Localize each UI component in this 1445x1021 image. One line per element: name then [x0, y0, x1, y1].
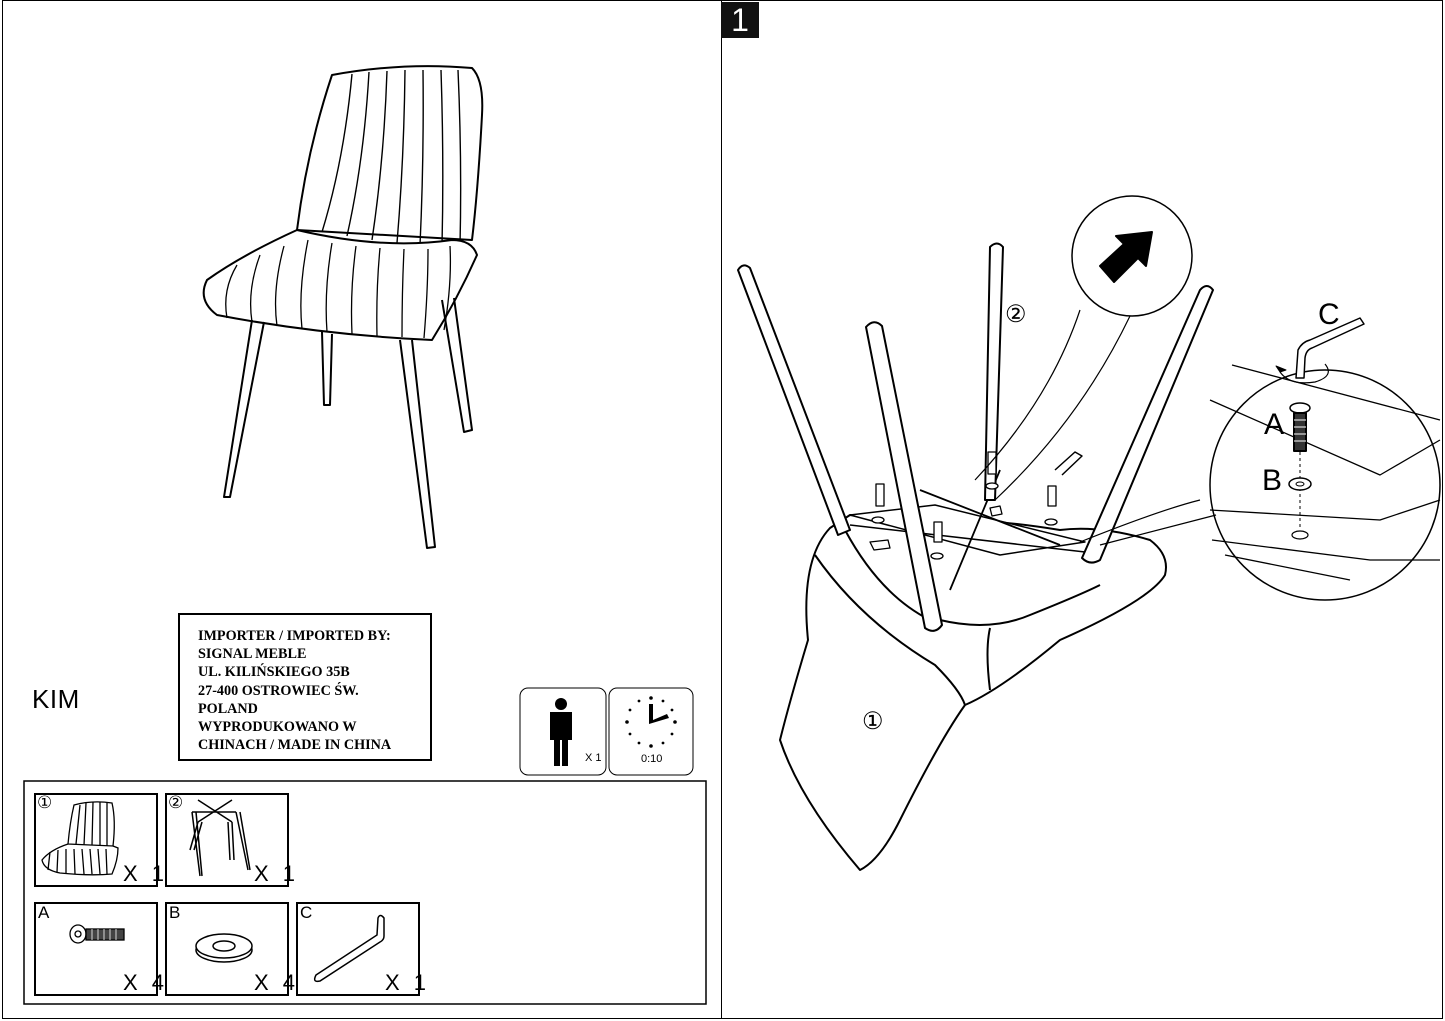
importer-line: SIGNAL MEBLE — [198, 646, 307, 663]
clock-icon — [625, 696, 677, 748]
mini-leg-frame-icon — [189, 799, 251, 877]
part-qty-key: X 1 — [385, 970, 431, 995]
product-name: KIM — [32, 684, 80, 714]
bolt-icon — [69, 924, 125, 944]
assembly-info-icons — [519, 687, 694, 776]
parts-list — [23, 780, 707, 1005]
part-qty-seat: X 1 — [123, 861, 169, 886]
part-id-seat: ① — [37, 793, 53, 812]
importer-line: CHINACH / MADE IN CHINA — [198, 737, 392, 754]
assembly-step-illustration — [737, 195, 1441, 871]
assembly-time: 0:10 — [641, 753, 663, 765]
allen-key-icon — [313, 914, 385, 983]
chair-illustration — [202, 65, 484, 549]
part-qty-washer: X 4 — [254, 970, 300, 995]
persons-count: X 1 — [585, 752, 602, 764]
step-label-washer: B — [1262, 464, 1283, 497]
person-icon — [550, 698, 572, 766]
importer-line: POLAND — [198, 700, 258, 717]
importer-line: 27-400 OSTROWIEC ŚW. — [198, 682, 359, 699]
part-id-key: C — [300, 903, 313, 922]
step-label-frame: ② — [1005, 301, 1027, 328]
importer-line: UL. KILIŃSKIEGO 35B — [198, 664, 350, 681]
step-label-key: C — [1318, 298, 1340, 331]
part-id-bolt: A — [38, 903, 50, 922]
step-label-bolt: A — [1264, 408, 1285, 441]
part-qty-bolt: X 4 — [123, 970, 169, 995]
importer-line: WYPRODUKOWANO W — [198, 719, 357, 736]
importer-line: IMPORTER / IMPORTED BY: — [198, 628, 391, 644]
step-number-badge: 1 — [721, 2, 759, 38]
importer-info: IMPORTER / IMPORTED BY: SIGNAL MEBLE UL.… — [178, 613, 432, 761]
mini-seat-icon — [41, 801, 119, 876]
step-label-seat: ① — [862, 708, 884, 735]
part-qty-frame: X 1 — [254, 861, 300, 886]
part-id-frame: ② — [168, 793, 184, 812]
washer-icon — [195, 933, 253, 963]
part-id-washer: B — [169, 903, 181, 922]
